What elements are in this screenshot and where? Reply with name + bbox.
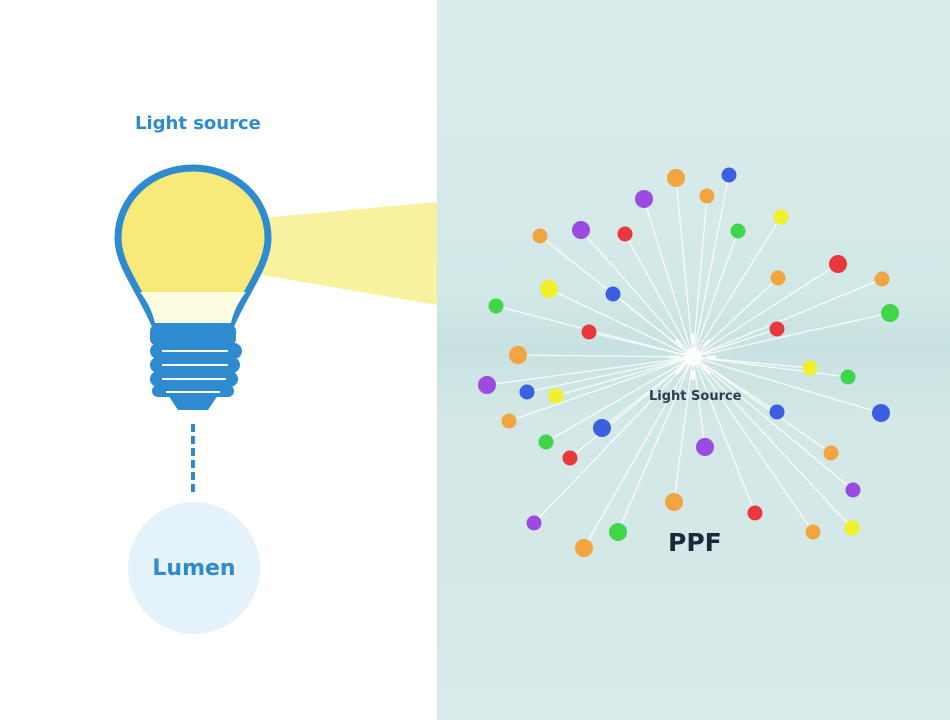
photon-dot [840, 369, 856, 385]
photon-dot [773, 209, 789, 225]
bulb-glass [114, 164, 272, 329]
photon-ray [692, 356, 882, 414]
photon-ray [533, 356, 694, 524]
photon-dot [823, 445, 839, 461]
photon-ray [588, 331, 694, 358]
photon-ray [580, 229, 694, 358]
lumen-badge: Lumen [128, 502, 260, 634]
photon-dot [540, 280, 558, 298]
photon-ray [508, 356, 694, 422]
photon-dot [829, 255, 847, 273]
photon-ray [692, 356, 849, 378]
photon-dot [696, 438, 714, 456]
photon-ray [692, 356, 811, 369]
photon-dot [609, 523, 627, 541]
photon-dot [635, 190, 653, 208]
photon-dot [478, 376, 496, 394]
bulb-base [150, 325, 242, 410]
photon-dot [747, 505, 763, 521]
photon-ray [675, 177, 694, 358]
photon-dot [488, 298, 504, 314]
photon-dot [572, 221, 590, 239]
photon-ray [692, 195, 708, 358]
photon-dot [805, 524, 821, 540]
photon-dot [770, 270, 786, 286]
photon-ray [548, 288, 694, 358]
photon-dot [730, 223, 746, 239]
photon-dot [538, 434, 554, 450]
bulb-glass-fade [140, 292, 246, 323]
photon-dot [769, 321, 785, 337]
light-source-title: Light source [135, 113, 261, 134]
photon-dot [667, 169, 685, 187]
photon-ray [673, 356, 694, 503]
photon-dot [581, 324, 597, 340]
photon-ray [612, 293, 694, 358]
photon-ray [526, 356, 694, 393]
photon-dot [665, 493, 683, 511]
photon-dot [874, 271, 890, 287]
photon-ray [545, 356, 694, 443]
photon-ray [692, 356, 853, 529]
ppf-label: PPF [668, 528, 722, 557]
center-light-source-label: Light Source [649, 389, 742, 404]
photon-ray [583, 356, 694, 549]
photon-ray [692, 216, 782, 358]
photon-dot [802, 360, 818, 376]
light-beam [262, 202, 437, 305]
photon-ray [624, 233, 694, 358]
lumen-label: Lumen [152, 555, 236, 581]
photon-ray [692, 278, 883, 358]
photon-ray [569, 356, 694, 459]
photon-ray [692, 174, 730, 358]
photon-dot [721, 167, 737, 183]
photon-ray [692, 356, 814, 533]
photon-dot [699, 188, 715, 204]
photon-dot [845, 482, 861, 498]
photons [478, 167, 899, 557]
photon-dot [548, 388, 564, 404]
photon-dot [562, 450, 578, 466]
photon-dot [872, 404, 890, 422]
photon-dot [532, 228, 548, 244]
photon-ray [692, 263, 839, 358]
photon-ray [692, 356, 832, 454]
photon-dot [519, 384, 535, 400]
photon-dot [575, 539, 593, 557]
photon-dot [617, 226, 633, 242]
photon-dot [605, 286, 621, 302]
photon-dot [769, 404, 785, 420]
photon-ray [692, 312, 891, 358]
photon-ray [486, 356, 694, 386]
photon-dot [593, 419, 611, 437]
photon-ray [555, 356, 694, 397]
photon-ray [643, 198, 694, 358]
photon-dot [844, 520, 860, 536]
photon-ray [692, 356, 706, 448]
photon-rays [486, 174, 891, 549]
photon-dot [881, 304, 899, 322]
photon-ray [617, 356, 694, 533]
photon-ray [692, 356, 756, 514]
dashed-connector [191, 424, 195, 492]
photon-dot [509, 346, 527, 364]
photon-dot [526, 515, 542, 531]
photon-dot [501, 413, 517, 429]
photon-ray [692, 328, 778, 358]
photon-ray [692, 230, 739, 358]
sun-icon [669, 333, 717, 381]
photon-ray [517, 354, 694, 358]
photon-ray [692, 356, 854, 491]
